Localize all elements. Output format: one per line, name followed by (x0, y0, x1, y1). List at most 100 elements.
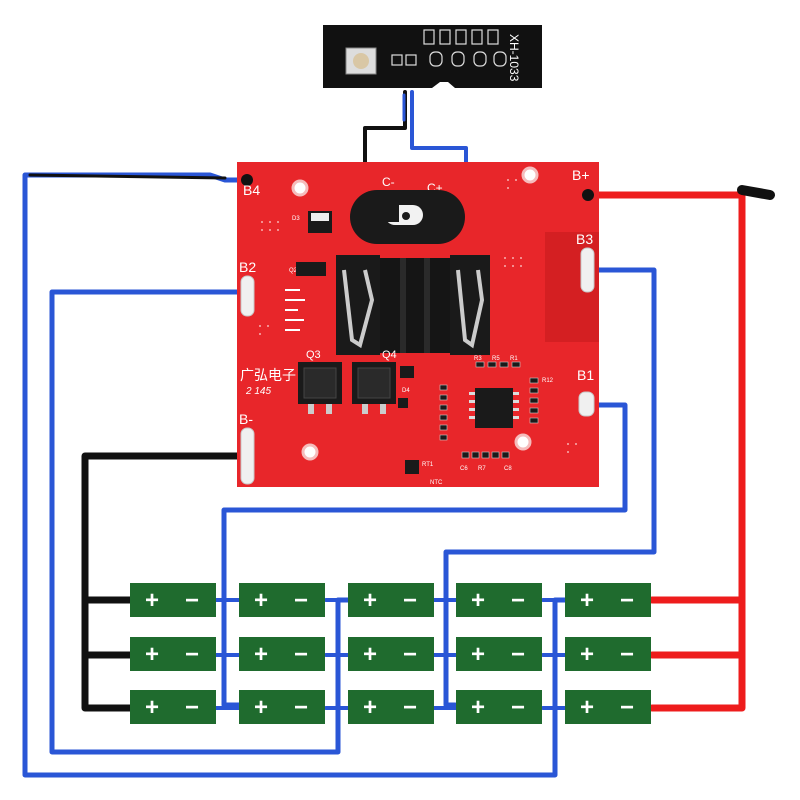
label-b1: B1 (577, 367, 594, 383)
cell-minus-sign: − (620, 587, 634, 614)
wire-bplus-tip (737, 185, 775, 200)
battery-cell-body (348, 637, 434, 671)
pad-b3 (580, 247, 595, 293)
wire-bminus (81, 452, 249, 712)
cell-minus-sign: − (620, 694, 634, 721)
svg-text:C6: C6 (460, 466, 468, 472)
ntc-sensor (405, 460, 419, 474)
battery-cell: +− (565, 637, 651, 671)
ic-chip (475, 388, 513, 428)
cell-plus-sign: + (363, 587, 377, 614)
cell-plus-sign: + (580, 587, 594, 614)
passive-components (439, 361, 539, 459)
battery-cell: +− (456, 637, 542, 671)
svg-text:R7: R7 (478, 466, 486, 472)
cell-minus-sign: − (403, 641, 417, 668)
svg-text:Q3: Q3 (306, 349, 321, 361)
cell-plus-sign: + (471, 694, 485, 721)
cell-plus-sign: + (471, 587, 485, 614)
cell-plus-sign: + (145, 641, 159, 668)
battery-cell-body (130, 583, 216, 617)
spring-contact-right (456, 269, 485, 349)
battery-cell: +− (130, 637, 216, 671)
mount-hole (514, 433, 532, 451)
label-bplus: B+ (572, 167, 590, 183)
battery-cell: +− (130, 583, 216, 617)
battery-cell-body (348, 583, 434, 617)
battery-cell-body (348, 690, 434, 724)
battery-cell-body (130, 690, 216, 724)
battery-cell: +− (239, 690, 325, 724)
svg-text:D4: D4 (402, 388, 410, 394)
svg-text:NTC: NTC (430, 480, 443, 486)
battery-cell: +− (239, 637, 325, 671)
cell-minus-sign: − (185, 641, 199, 668)
maker-code: 2 145 (245, 386, 271, 397)
maker-label: 广弘电子 (240, 367, 296, 383)
label-b3: B3 (576, 231, 593, 247)
pad-b2 (240, 275, 255, 317)
cell-minus-sign: − (185, 694, 199, 721)
cell-plus-sign: + (254, 641, 268, 668)
label-b2: B2 (239, 259, 256, 275)
battery-cell-body (456, 637, 542, 671)
battery-cells: +−+−+−+−+−+−+−+−+−+−+−+−+−+−+− (130, 583, 651, 724)
cell-plus-sign: + (254, 587, 268, 614)
battery-cell-body (239, 690, 325, 724)
svg-text:Q2: Q2 (289, 268, 298, 274)
battery-cell-body (456, 690, 542, 724)
label-bminus: B- (239, 411, 253, 427)
module-pcb (323, 25, 542, 88)
wire-col2-3 (324, 598, 350, 710)
cell-plus-sign: + (363, 694, 377, 721)
label-cminus: C- (382, 175, 395, 189)
battery-cell: +− (565, 583, 651, 617)
heatsink (380, 258, 450, 353)
cell-minus-sign: − (403, 587, 417, 614)
pad-b1 (578, 391, 595, 417)
pad-bminus (240, 427, 255, 485)
battery-cell: +− (456, 583, 542, 617)
pad-b4 (241, 174, 253, 186)
battery-cell-body (130, 637, 216, 671)
module-components (391, 29, 507, 67)
battery-cell: +− (456, 690, 542, 724)
battery-cell: +− (239, 583, 325, 617)
svg-text:C8: C8 (504, 466, 512, 472)
wire-col1-2 (214, 598, 242, 710)
wire-col3-4 (432, 598, 458, 710)
mount-hole (301, 443, 319, 461)
wire-col4-5 (541, 598, 568, 710)
cell-minus-sign: − (185, 587, 199, 614)
wire-bplus (584, 191, 746, 712)
battery-cell-body (565, 690, 651, 724)
component-q2 (296, 262, 326, 276)
svg-text:Q4: Q4 (382, 349, 397, 361)
cell-plus-sign: + (145, 694, 159, 721)
battery-cell-body (239, 637, 325, 671)
cell-minus-sign: − (403, 694, 417, 721)
spring-contact-left (342, 269, 375, 349)
battery-cell: +− (348, 637, 434, 671)
mount-hole (291, 179, 309, 197)
label-b4: B4 (243, 182, 260, 198)
terminal-right (450, 255, 490, 355)
mount-hole (521, 166, 539, 184)
battery-cell-body (456, 583, 542, 617)
cell-minus-sign: − (294, 694, 308, 721)
svg-text:RT1: RT1 (422, 462, 434, 468)
svg-text:D3: D3 (292, 216, 300, 222)
battery-cell: +− (130, 690, 216, 724)
battery-cell: +− (348, 583, 434, 617)
terminal-left (336, 255, 380, 355)
svg-text:R5: R5 (492, 356, 500, 362)
cell-plus-sign: + (363, 641, 377, 668)
cell-plus-sign: + (580, 694, 594, 721)
battery-cell-body (565, 637, 651, 671)
battery-cell-body (239, 583, 325, 617)
cell-plus-sign: + (254, 694, 268, 721)
svg-text:R3: R3 (474, 356, 482, 362)
cell-minus-sign: − (511, 587, 525, 614)
module-button (345, 47, 377, 75)
